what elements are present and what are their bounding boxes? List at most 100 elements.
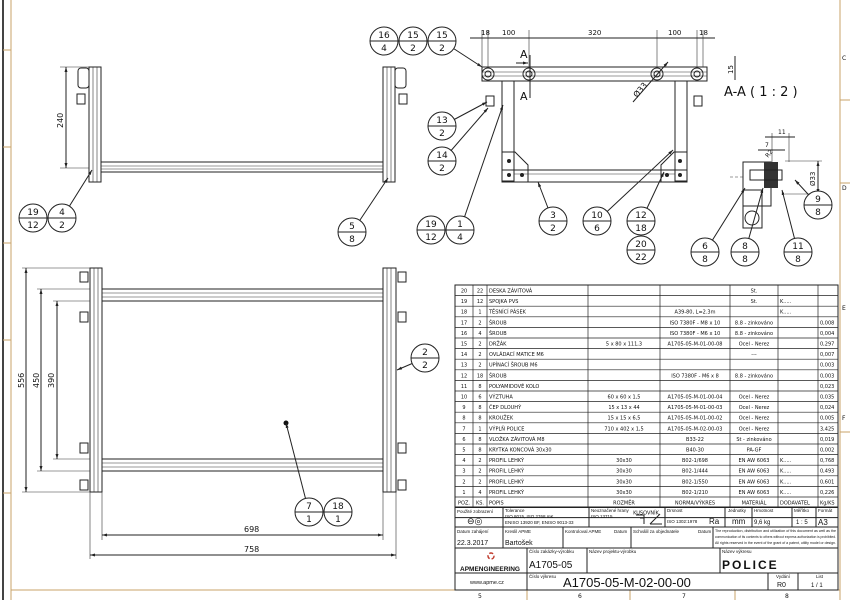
parts-table-cell: Ocel - Nerez: [739, 405, 770, 411]
balloon-quantity: 8: [795, 255, 801, 265]
mass-value: 9,6 kg: [754, 520, 770, 526]
drawn-by: Bartošek: [505, 540, 533, 547]
dimension-diameter-33: Ø33: [631, 80, 649, 99]
parts-table-cell: EN AW 6063: [739, 490, 770, 496]
parts-table-cell: 8: [478, 448, 481, 454]
parts-table-cell: PROFIL LEHKÝ: [489, 478, 525, 485]
sheet-number: 1 / 1: [811, 583, 823, 589]
parts-table-cell: 6: [478, 395, 481, 401]
dimension-r2: R2: [764, 149, 775, 160]
tolerance-label: Tolerance: [505, 508, 525, 513]
parts-table-cell: Ocel - Nerez: [739, 416, 770, 422]
copyright-line-1: The reproduction, distribution and utili…: [715, 529, 836, 533]
parts-table-cell: 10: [461, 395, 467, 401]
parts-table-cell: K.....: [780, 490, 792, 496]
zone-label: 8: [785, 593, 789, 600]
parts-table-cell: 0,226: [820, 490, 834, 496]
balloon-quantity: 8: [702, 255, 708, 265]
parts-table-cell: VLOŽKA ZÁVITOVÁ M8: [489, 435, 545, 443]
zone-label: F: [842, 415, 846, 422]
title-block: Použité zobrazení ⊖◎ Tolerance ISO 8015,…: [454, 506, 839, 591]
parts-table-title: KUSOVNÍK: [633, 510, 659, 517]
parts-table-cell: PROFIL LEHKÝ: [489, 457, 525, 464]
part-balloon: 32: [537, 181, 568, 236]
part-balloon: 58: [337, 177, 389, 247]
parts-table-cell: 0,601: [820, 479, 834, 485]
parts-table-cell: A1705-05-M-01-00-03: [668, 405, 723, 411]
parts-table-cell: A39-80, L=2.3m: [675, 310, 716, 316]
balloon-quantity: 4: [457, 233, 463, 243]
balloon-position: 8: [742, 242, 748, 252]
top-view: 18 100 320 100 18 15 Ø33 A A A-A ( 1 : 2…: [470, 29, 798, 183]
parts-table-cell: 0,035: [820, 395, 834, 401]
parts-table-cell: B02-1/444: [682, 469, 708, 475]
parts-table-cell: 2: [478, 458, 481, 464]
zone-label: 5: [478, 593, 482, 600]
revision-label: Vydání: [776, 574, 791, 579]
parts-table-cell: DESKA ZÁVITOVÁ: [489, 288, 533, 295]
balloon-position: 4: [59, 208, 65, 218]
side-view: 240: [56, 66, 408, 183]
parts-table-cell: 8: [478, 437, 481, 443]
balloon-quantity: 8: [742, 255, 748, 265]
balloon-quantity: 2: [59, 221, 65, 231]
parts-table-cell: 2: [478, 352, 481, 358]
parts-table-cell: A1705-05-M-01-00-04: [668, 395, 723, 401]
balloon-quantity: 18: [635, 224, 647, 234]
parts-table-cell: A1705-05-M-01-00-08: [668, 342, 723, 348]
parts-table-cell: 16: [461, 331, 467, 337]
edges-label: Neoznačené hrany: [591, 508, 630, 513]
balloon-quantity: 1: [335, 515, 341, 525]
balloon-position: 14: [436, 151, 448, 161]
parts-table-cell: 4: [462, 458, 465, 464]
parts-table-cell: ČEP DLOUHÝ: [489, 404, 522, 411]
projection-symbol-icon: ⊖◎: [467, 517, 483, 527]
checked-date-label: Datum: [614, 529, 628, 534]
parts-table-cell: EN AW 6063: [739, 469, 770, 475]
parts-table-header-cell: ROZMĚR: [613, 499, 635, 507]
parts-table-cell: 0,005: [820, 416, 834, 422]
projection-label: Použité zobrazení: [457, 509, 494, 514]
parts-table-cell: 19: [461, 299, 467, 305]
parts-table-header-cell: Kg/KS: [820, 501, 835, 507]
parts-table-cell: 8.8 - zinkováno: [735, 319, 773, 326]
drawing-number: A1705-05-M-02-00-00: [563, 575, 691, 590]
parts-table-cell: A1705-05-M-02-00-03: [668, 426, 723, 432]
checked-by-label: Kontroloval APME: [565, 529, 601, 534]
parts-table-cell: 2: [478, 479, 481, 485]
parts-table-cell: 1: [462, 490, 465, 496]
scale-value: 1 : 5: [796, 520, 808, 526]
project-name-label: Název projektu-výrobku: [589, 549, 637, 554]
parts-table-cell: 0,768: [820, 458, 834, 464]
parts-table-cell: 12: [461, 373, 467, 379]
parts-table-header-cell: NORMA/VÝKRES: [675, 500, 715, 507]
parts-table-cell: 4: [478, 490, 481, 496]
parts-table-cell: 1: [478, 426, 481, 432]
revision: R0: [777, 582, 786, 589]
front-view: 556 450 390 698 758: [17, 267, 407, 559]
part-balloon: 98: [794, 179, 833, 220]
drawing-name-label: Název výkresu: [722, 549, 752, 554]
edges-value: ISO 13715: [591, 514, 613, 519]
parts-table-cell: 3: [462, 469, 465, 475]
part-balloon: 152: [427, 26, 483, 68]
zone-label: 6: [578, 593, 582, 600]
parts-table-cell: K.....: [780, 458, 792, 464]
parts-table-cell: ŠROUB: [489, 330, 507, 337]
dimension-100-right: 100: [668, 29, 681, 37]
copyright-line-2: communication of its contents to others …: [715, 535, 836, 539]
balloon-position: 20: [635, 240, 647, 250]
parts-table-header-cell: POPIS: [489, 501, 504, 507]
dimension-240: 240: [56, 113, 65, 128]
parts-table-cell: EN AW 6063: [739, 479, 770, 485]
part-balloon: 42: [47, 169, 93, 233]
part-balloon: 118: [781, 189, 813, 267]
parts-table-cell: VÝPLŇ POLICE: [489, 425, 524, 432]
